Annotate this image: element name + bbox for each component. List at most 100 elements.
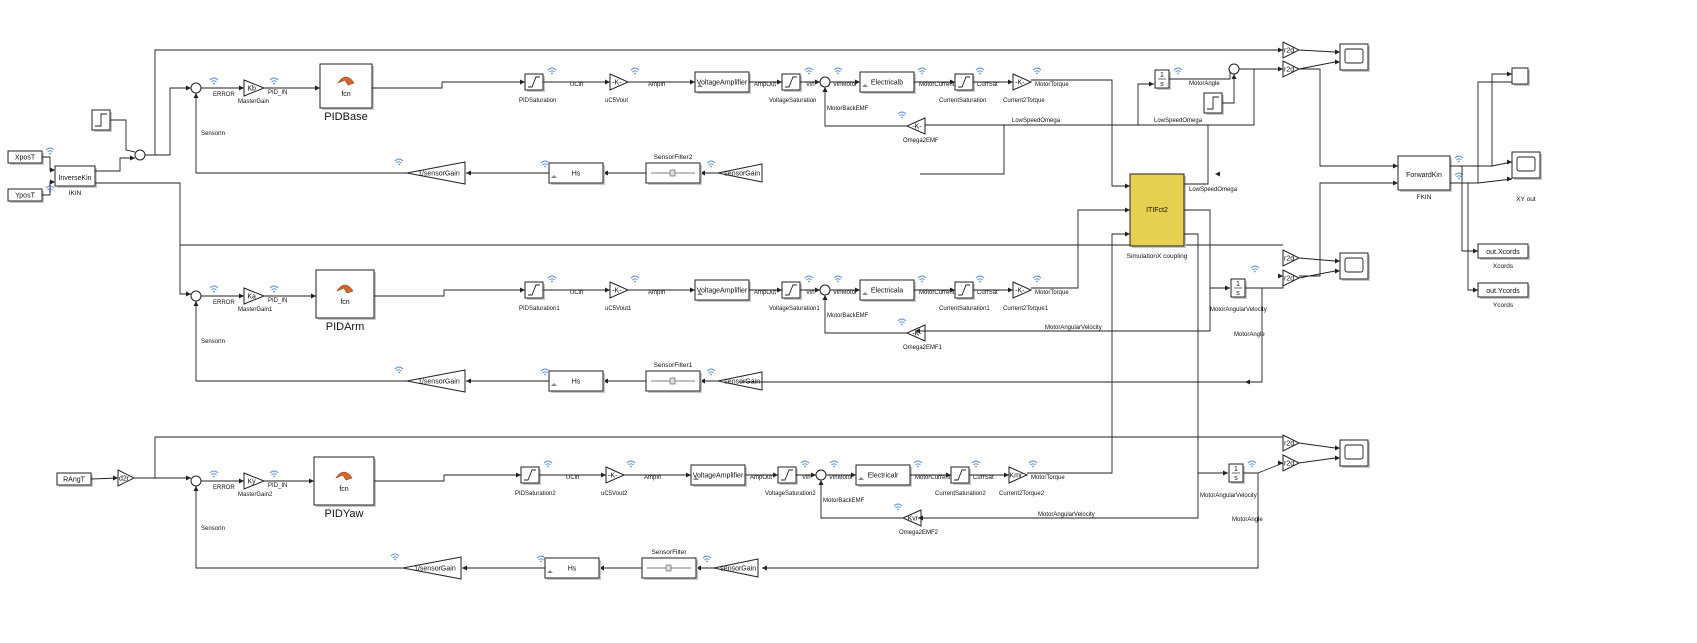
slider-thumb-icon <box>669 169 676 177</box>
uc5vout-gain-block-value: -K- <box>608 473 618 480</box>
integrator-den: s <box>1234 475 1238 482</box>
current2torque-gain-block[interactable] <box>1012 73 1033 91</box>
master-gain-block[interactable] <box>243 287 266 305</box>
arrowhead <box>520 287 525 293</box>
saturation-icon <box>781 469 793 481</box>
r2d-gain-block[interactable] <box>1282 434 1301 452</box>
arrowhead <box>311 293 316 299</box>
uc5vout-gain-block[interactable] <box>609 73 630 91</box>
subsystem-icon <box>697 84 703 87</box>
arrowhead <box>113 475 118 481</box>
arrowhead <box>1004 472 1009 478</box>
mini-scope-block[interactable] <box>1511 67 1529 85</box>
inverse-sensor-gain-block[interactable] <box>406 161 466 185</box>
r2d-gain-block[interactable] <box>1282 454 1301 472</box>
pid-block[interactable] <box>319 63 373 109</box>
r2d-gain-block[interactable] <box>1282 269 1301 287</box>
saturation-icon <box>958 76 970 88</box>
vin-sum-block[interactable] <box>819 76 831 88</box>
error-sum-block[interactable] <box>190 290 202 302</box>
master-gain-block[interactable] <box>243 79 266 97</box>
signal-label: Current2Torque1 <box>1003 306 1049 312</box>
vin-sum-block[interactable] <box>815 469 827 481</box>
ikin-sum-block[interactable] <box>134 149 146 161</box>
signal-label: Vin <box>806 82 815 88</box>
signal-logging-icon <box>1173 67 1183 75</box>
signal-logging-icon <box>547 67 557 75</box>
omega2emf-gain-block[interactable] <box>905 324 926 342</box>
signal-label: VoltageSaturation <box>769 98 816 104</box>
xcords-label: Xcords <box>1493 263 1514 270</box>
signal-label: Vin <box>802 475 811 481</box>
arrowhead <box>50 179 55 185</box>
sensor-gain-block[interactable] <box>717 163 763 183</box>
fcn-label: fcn <box>341 91 350 98</box>
arrowhead <box>1125 183 1130 189</box>
matlab-function-icon <box>336 284 354 294</box>
pid-block[interactable] <box>315 269 375 319</box>
inverse-sensor-gain-block[interactable] <box>406 369 466 393</box>
current2torque-gain-block[interactable] <box>1012 281 1033 299</box>
signal-line <box>1031 209 1130 289</box>
signal-label: ERROR <box>213 485 235 491</box>
signal-label: MotorAngularVelocity <box>1210 307 1267 313</box>
signal-line <box>824 296 907 334</box>
subsystem-icon <box>862 84 868 87</box>
uc5vout-gain-block-value: -K- <box>612 288 622 295</box>
signal-logging-icon <box>1454 155 1464 163</box>
inverse-sensor-gain-block-value: 1/sensorGain <box>418 171 460 178</box>
arrowhead <box>1335 268 1340 274</box>
signal-label: UCin <box>566 475 579 481</box>
error-sum-block[interactable] <box>190 82 202 94</box>
arrowhead <box>1278 66 1283 72</box>
signal-logging-icon <box>975 275 985 283</box>
inverse-kin-block[interactable] <box>54 165 96 187</box>
signal-line <box>374 474 521 482</box>
current2torque-gain-block[interactable] <box>1008 466 1029 484</box>
vin-sum-block[interactable] <box>819 284 831 296</box>
pid-block[interactable] <box>313 456 375 506</box>
arrowhead <box>950 79 955 85</box>
voltage-amplifier-block-label: VoltageAmplifier <box>693 473 744 480</box>
integrator-den: s <box>1236 290 1240 297</box>
inverse-sensor-gain-block[interactable] <box>402 556 462 580</box>
signal-label: LowSpeedOmega <box>1012 118 1061 124</box>
signal-logging-icon <box>1032 67 1042 75</box>
r2d-gain-block[interactable] <box>1282 60 1301 78</box>
sensor-gain-block[interactable] <box>713 558 759 578</box>
arrowhead <box>605 79 610 85</box>
r2d-gain-block[interactable] <box>1282 41 1301 59</box>
signal-label: MotorAngularVelocity <box>1045 325 1102 331</box>
scope-screen-icon <box>1344 444 1364 460</box>
error-sum-block[interactable] <box>190 475 202 487</box>
angle-sum-block[interactable] <box>1228 63 1240 75</box>
uc5vout-gain-block[interactable] <box>609 281 630 299</box>
simulationx-coupling-block[interactable] <box>1129 173 1185 247</box>
arrowhead <box>193 93 199 98</box>
signal-label: MasterGain1 <box>238 307 273 313</box>
signal-line <box>915 288 1211 332</box>
uc5vout-gain-block[interactable] <box>605 466 626 484</box>
arrowhead <box>918 515 923 521</box>
master-gain-block[interactable] <box>243 472 266 490</box>
slider-thumb-icon <box>669 377 676 385</box>
signal-line <box>918 473 1199 519</box>
subsystem-icon <box>551 383 557 386</box>
signal-line <box>95 182 1283 246</box>
signal-label: CurrentSaturation2 <box>935 491 986 497</box>
integrator-num: 1 <box>1160 72 1164 79</box>
arrowhead <box>815 79 820 85</box>
signal-line <box>1450 81 1512 184</box>
forward-kin-block[interactable] <box>1397 155 1451 191</box>
master-gain-block-value: Ka <box>247 294 256 301</box>
signal-logging-icon <box>390 553 400 561</box>
signal-line <box>1299 68 1398 167</box>
signal-label: MotorBackEMF <box>827 313 869 319</box>
sensor-gain-block[interactable] <box>717 371 763 391</box>
signal-label: LowSpeedOmega <box>1154 118 1203 124</box>
r2d-gain-block[interactable] <box>1282 249 1301 267</box>
signal-logging-icon <box>269 77 279 85</box>
signal-line <box>1137 83 1154 125</box>
signal-label: VinMotor <box>829 475 853 481</box>
